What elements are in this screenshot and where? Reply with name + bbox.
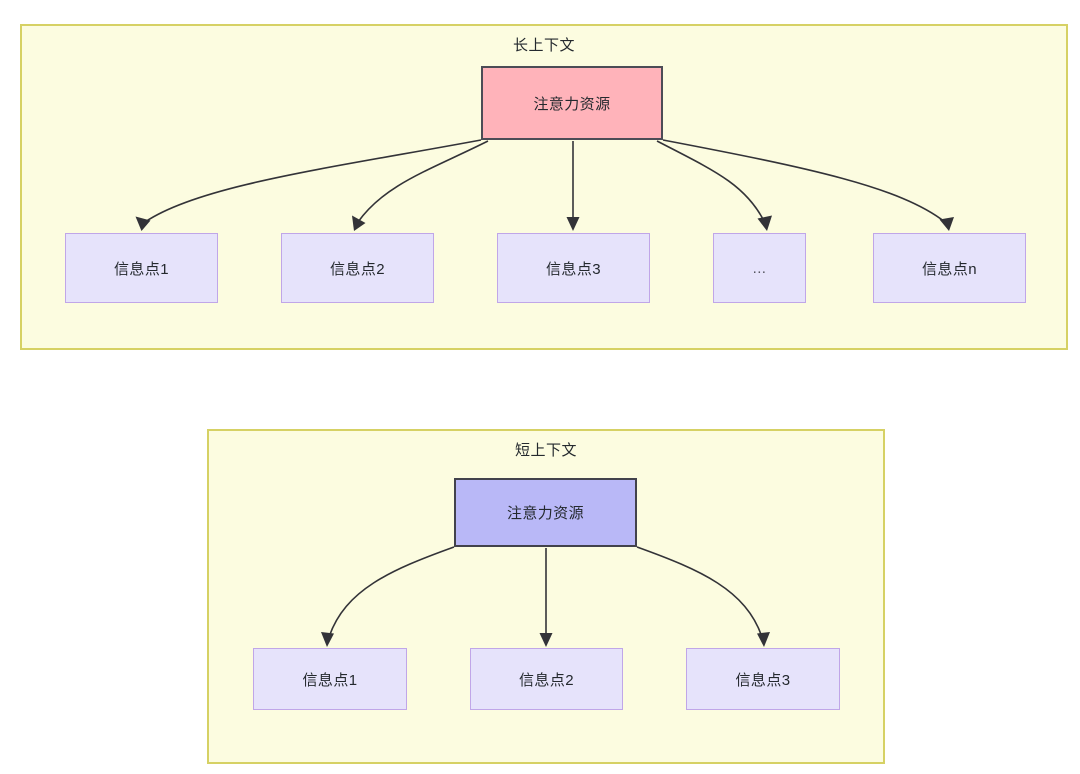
node-info-point-long-ellipsis[interactable]: ... [713,233,806,303]
node-info-point-long-2[interactable]: 信息点2 [281,233,434,303]
node-info-point-short-2[interactable]: 信息点2 [470,648,623,710]
node-attention-resource-short[interactable]: 注意力资源 [454,478,637,547]
node-info-point-long-ellipsis-label: ... [752,259,767,277]
node-info-point-long-1[interactable]: 信息点1 [65,233,218,303]
node-attention-resource-long-label: 注意力资源 [533,95,611,113]
node-info-point-short-1[interactable]: 信息点1 [253,648,407,710]
node-info-point-long-3-label: 信息点3 [546,260,601,278]
node-info-point-long-1-label: 信息点1 [114,260,169,278]
panel-long-context-title: 长上下文 [512,37,575,54]
node-attention-resource-short-label: 注意力资源 [506,505,584,522]
node-info-point-long-n-label: 信息点n [922,260,977,278]
node-info-point-long-3[interactable]: 信息点3 [497,233,650,303]
node-info-point-short-3[interactable]: 信息点3 [686,648,840,710]
node-info-point-long-2-label: 信息点2 [330,260,385,278]
node-attention-resource-long[interactable]: 注意力资源 [481,66,663,140]
node-info-point-short-3-label: 信息点3 [735,671,791,689]
node-info-point-short-2-label: 信息点2 [519,671,574,689]
panel-short-context-title: 短上下文 [514,442,577,459]
node-info-point-long-n[interactable]: 信息点n [873,233,1026,303]
node-info-point-short-1-label: 信息点1 [302,671,358,689]
